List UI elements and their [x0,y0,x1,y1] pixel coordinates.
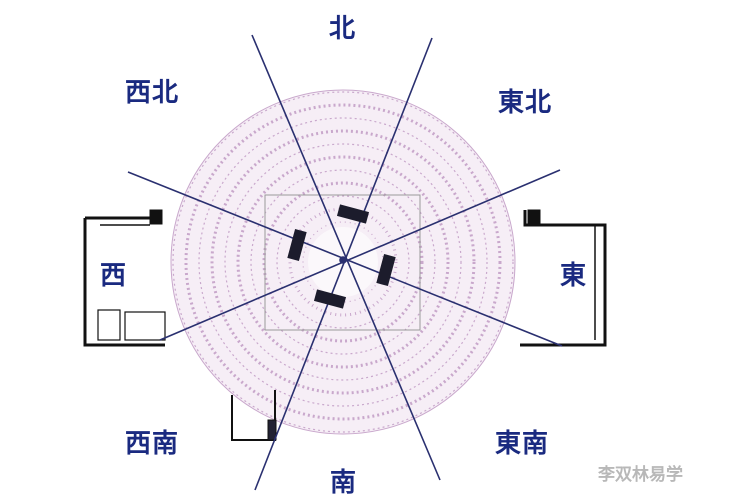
label-east: 東 [560,261,588,291]
label-south: 南 [330,468,358,498]
watermark: 李双林易学 [598,465,683,485]
compass-ring [184,103,502,421]
compass-ring [210,129,476,395]
floor-plan [83,194,607,441]
compass-ring [276,195,410,329]
compass-ring [288,207,398,317]
direction-lines [127,34,563,491]
line-wsw-ene [159,169,561,341]
compass-ring [262,181,424,343]
compass-ring [250,169,436,355]
label-northeast: 東北 [498,88,553,118]
label-southwest: 西南 [125,429,180,459]
label-north: 北 [329,14,357,44]
compass-ring [236,155,450,369]
center-markers [287,204,396,309]
label-west: 西 [100,261,128,291]
compass-ring [198,117,488,407]
label-southeast: 東南 [495,429,550,459]
compass-ring [172,91,514,433]
line-nne-ssw [254,37,433,491]
compass-ring [224,143,462,381]
label-northwest: 西北 [125,78,180,108]
